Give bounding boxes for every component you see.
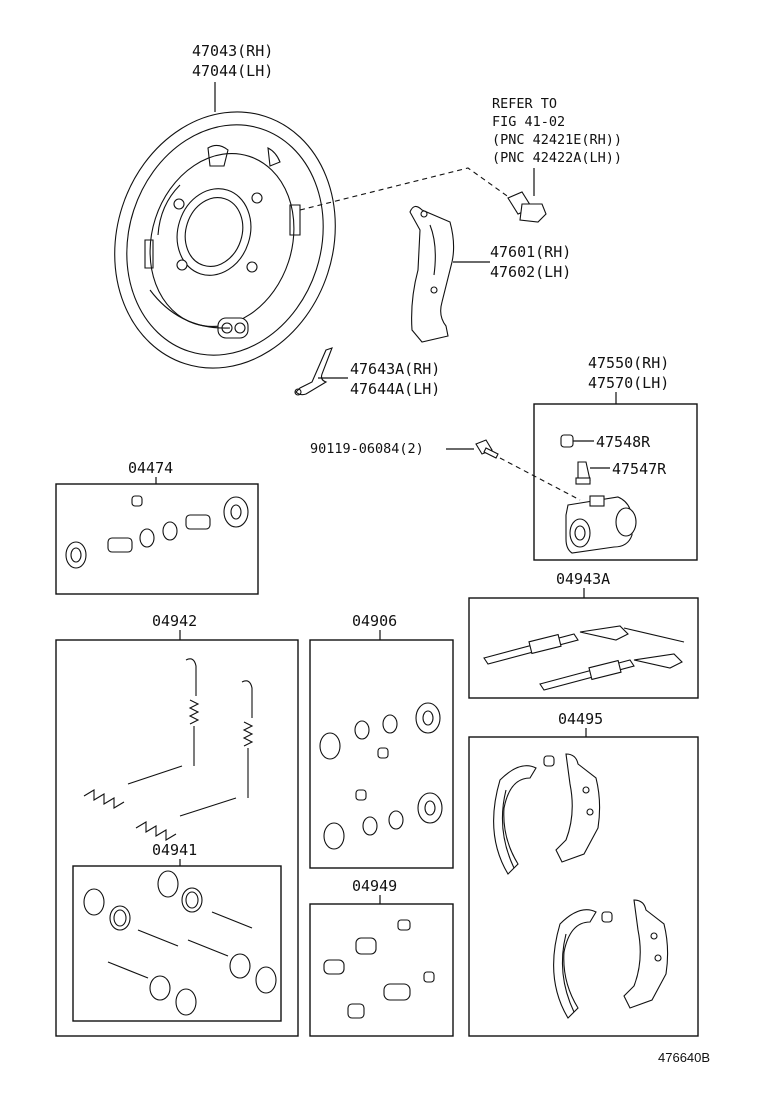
bleeder-label: 47547R [612,460,667,478]
kit-04949-parts [323,919,435,1019]
wheel-cylinder-illustration [565,495,637,554]
kit-04941-parts [83,870,277,1016]
kit-04474-box [55,483,259,595]
backing-plate-label-rh: 47043(RH) [192,42,273,60]
refer-note-line1: REFER TO [492,96,557,112]
refer-note-line2: FIG 41-02 [492,114,565,130]
kit-04906-box [309,639,454,869]
refer-note-line3: (PNC 42421E(RH)) [492,132,622,148]
cap-illustration [560,434,574,448]
refer-bolt-illustration [507,191,547,223]
bleeder-illustration [575,461,591,485]
kit-04941-label: 04941 [152,841,197,859]
cap-label: 47548R [596,433,651,451]
strut-label-lh: 47644A(LH) [350,380,440,398]
bolt-label: 90119-06084(2) [310,441,424,457]
kit-04943a-label: 04943A [556,570,610,588]
kit-04495-label: 04495 [558,710,603,728]
kit-04942-label: 04942 [152,612,197,630]
wheel-cylinder-box [533,403,698,561]
wheel-cylinder-label-lh: 47570(LH) [588,374,669,392]
wheel-cylinder-label-rh: 47550(RH) [588,354,669,372]
lever-label-lh: 47602(LH) [490,263,571,281]
kit-04949-box [309,903,454,1037]
strut-label-rh: 47643A(RH) [350,360,440,378]
kit-04474-label: 04474 [128,459,173,477]
kit-04941-box [72,865,282,1022]
strut-illustration [294,347,333,396]
lever-label-rh: 47601(RH) [490,243,571,261]
backing-plate-label-lh: 47044(LH) [192,62,273,80]
kit-04943a-box [468,597,699,699]
bolt-illustration [475,439,499,459]
parking-lever-illustration [409,205,455,343]
kit-04942-springs [83,658,254,841]
kit-04474-parts [65,495,249,569]
kit-04906-parts [319,702,443,850]
kit-04495-box [468,736,699,1037]
backing-plate-illustration [114,111,336,369]
kit-04906-label: 04906 [352,612,397,630]
refer-note-line4: (PNC 42422A(LH)) [492,150,622,166]
adjuster-illustration [483,625,685,691]
diagram-code: 476640B [658,1050,710,1065]
kit-04949-label: 04949 [352,877,397,895]
kit-04942-box [55,639,299,1037]
brake-shoes-illustration [493,753,669,1019]
